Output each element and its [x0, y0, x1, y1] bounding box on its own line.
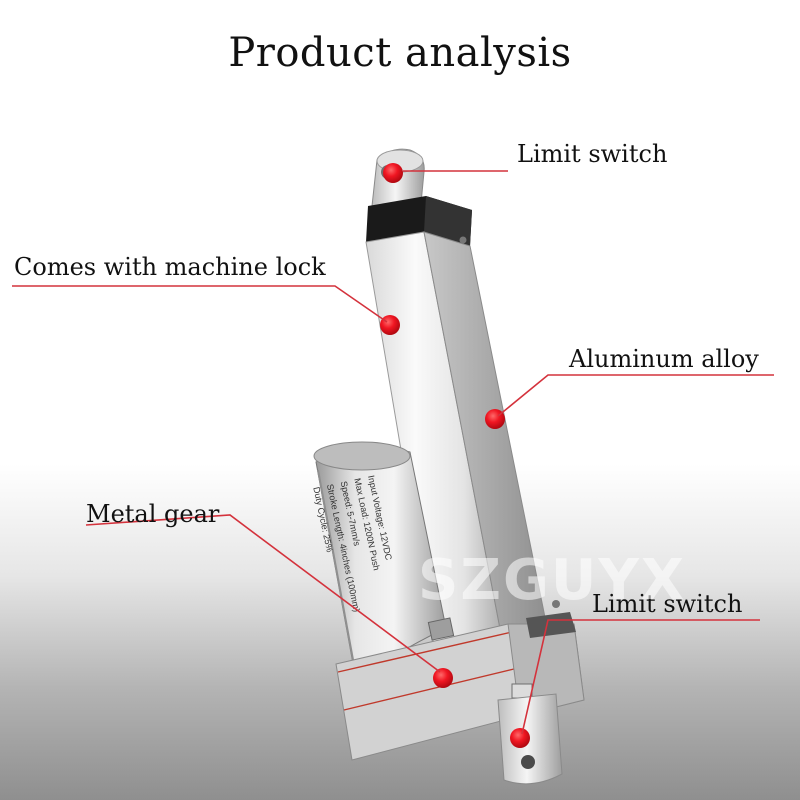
- callout-limit-switch-bottom: Limit switch: [592, 590, 743, 618]
- marker-aluminum-alloy: [485, 409, 505, 429]
- end-cap: [366, 196, 472, 246]
- rear-clevis: [497, 693, 563, 785]
- marker-machine-lock: [380, 315, 400, 335]
- marker-limit-switch-bottom: [510, 728, 530, 748]
- callout-aluminum-alloy: Aluminum alloy: [569, 345, 759, 373]
- callout-limit-switch-top: Limit switch: [517, 140, 668, 168]
- marker-metal-gear: [433, 668, 453, 688]
- brand-watermark: SZGUYX: [418, 548, 687, 613]
- callout-machine-lock: Comes with machine lock: [14, 253, 326, 281]
- callout-metal-gear: Metal gear: [86, 500, 220, 528]
- page-title: Product analysis: [228, 30, 572, 76]
- marker-limit-switch-top: [383, 163, 403, 183]
